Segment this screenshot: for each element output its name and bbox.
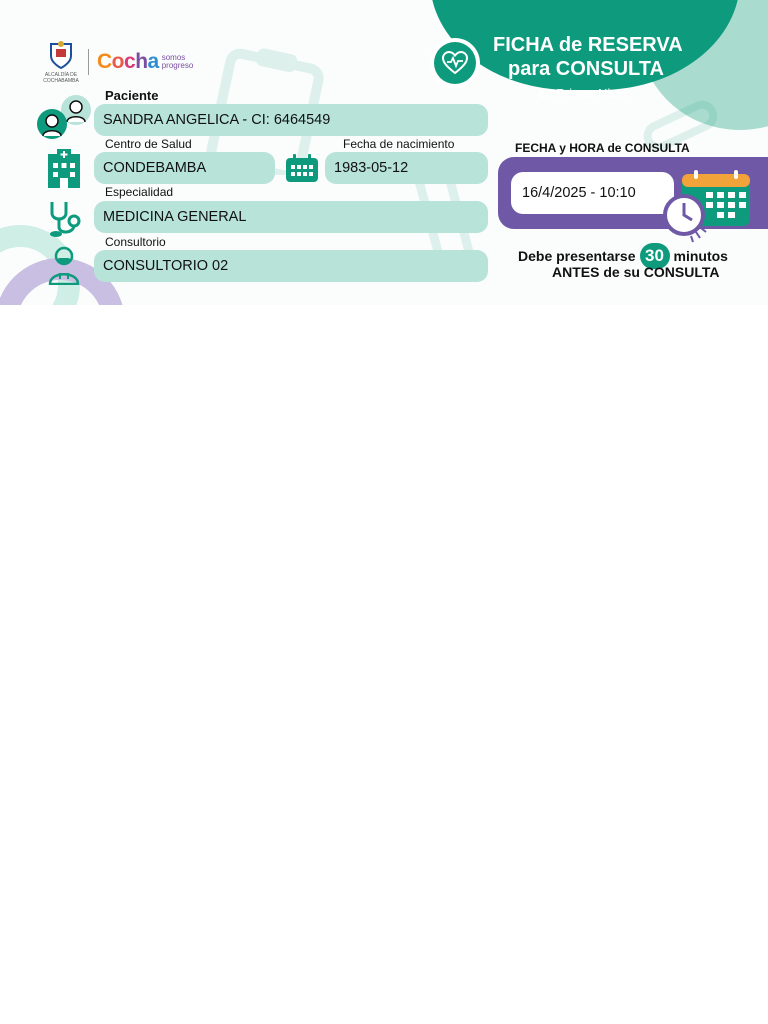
doctor-icon	[48, 246, 80, 285]
title-line-3: en Primer Nivel	[538, 86, 627, 101]
specialty-value: MEDICINA GENERAL	[94, 201, 488, 233]
office-value: CONSULTORIO 02	[94, 250, 488, 282]
patient-value: SANDRA ANGELICA - CI: 6464549	[94, 104, 488, 136]
appointment-datetime: 16/4/2025 - 10:10	[511, 172, 674, 214]
stethoscope-icon	[50, 202, 81, 237]
brand-tagline: somos progreso	[161, 53, 194, 70]
minutes-badge: 30	[639, 243, 670, 269]
office-label: Consultorio	[105, 235, 166, 249]
reservation-card: ALCALDÍA DE COCHABAMBA Cocha somos progr…	[0, 0, 768, 305]
pill-watermark-icon	[643, 100, 718, 152]
birthdate-value: 1983-05-12	[325, 152, 488, 184]
arrival-notice: Debe presentarse 30 minutos	[518, 243, 728, 269]
patient-icon	[37, 95, 91, 139]
crest-caption: ALCALDÍA DE COCHABAMBA	[43, 72, 79, 84]
institution-logo: ALCALDÍA DE COCHABAMBA Cocha somos progr…	[40, 40, 193, 84]
patient-label: Paciente	[105, 88, 159, 103]
title-line-2: para CONSULTA	[508, 58, 664, 80]
hospital-icon	[48, 149, 80, 188]
health-center-value: CONDEBAMBA	[94, 152, 275, 184]
calendar-icon	[286, 154, 318, 182]
birthdate-label: Fecha de nacimiento	[343, 137, 455, 151]
heartbeat-icon	[442, 51, 468, 75]
coat-of-arms-icon	[50, 41, 72, 70]
crest: ALCALDÍA DE COCHABAMBA	[40, 40, 82, 84]
health-center-label: Centro de Salud	[105, 137, 192, 151]
specialty-label: Especialidad	[105, 185, 174, 199]
calendar-clock-icon	[663, 170, 750, 243]
title-line-1: FICHA de RESERVA	[493, 34, 683, 56]
arrival-notice-line-2: ANTES de su CONSULTA	[552, 264, 720, 280]
logo-divider	[88, 49, 89, 75]
appointment-label: FECHA y HORA de CONSULTA	[515, 141, 690, 155]
heart-badge	[430, 38, 480, 88]
brand-wordmark: Cocha	[97, 50, 159, 73]
